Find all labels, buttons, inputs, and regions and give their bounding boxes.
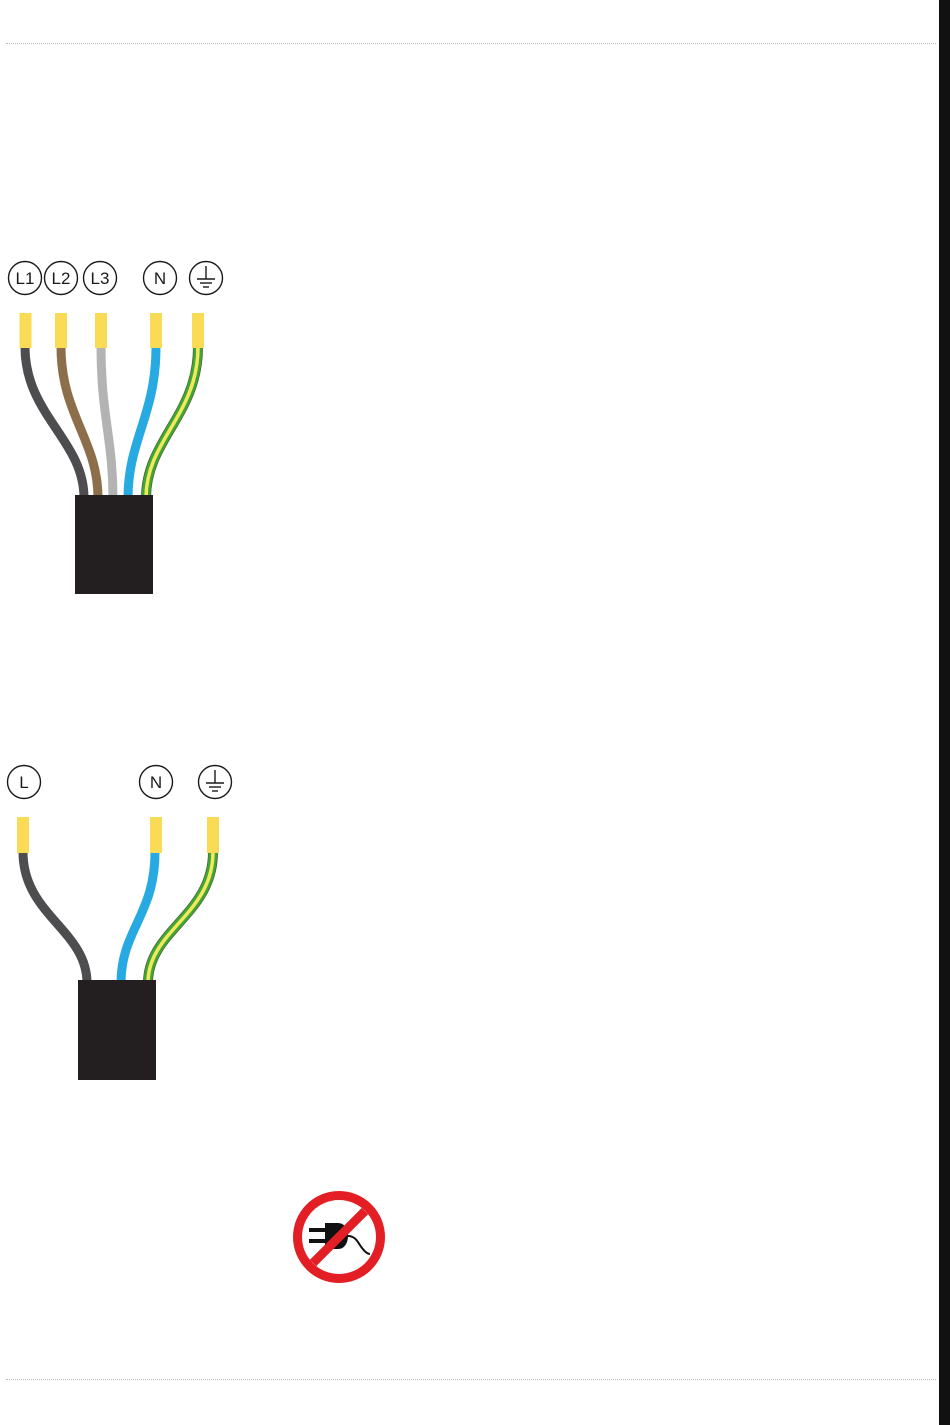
page-edge-bar [939,0,950,1425]
sleeve-l1 [20,313,32,348]
top-divider [6,43,936,44]
terminal-l: L [8,766,41,799]
earth-ground-icon [190,262,223,295]
terminal-label-l1: L1 [16,269,35,288]
sleeve-l [17,817,29,853]
sleeve-l2 [55,313,67,348]
cable-jacket [75,495,153,594]
terminal-l2: L2 [45,262,78,295]
sleeve-n [150,817,162,853]
terminal-label-l3: L3 [91,269,110,288]
cable-jacket [78,980,156,1080]
sleeve-l3 [95,313,107,348]
terminal-label-l2: L2 [52,269,71,288]
single-phase-wiring-diagram: L N [0,755,240,1090]
bottom-divider [6,1379,936,1380]
do-not-plug-in-icon [290,1188,388,1291]
sleeve-n [150,313,162,348]
terminal-label-l: L [19,773,28,792]
wire-grey [101,347,113,498]
sleeve-earth [207,817,219,853]
three-phase-wiring-diagram: L1 L2 L3 N [0,250,240,605]
terminal-label-n: N [150,773,162,792]
sleeve-earth [192,313,204,348]
terminal-n: N [140,766,173,799]
wire-black [23,852,87,983]
terminal-l1: L1 [9,262,42,295]
terminal-label-n: N [154,269,166,288]
terminal-n: N [144,262,177,295]
earth-ground-icon [199,766,232,799]
terminal-l3: L3 [84,262,117,295]
